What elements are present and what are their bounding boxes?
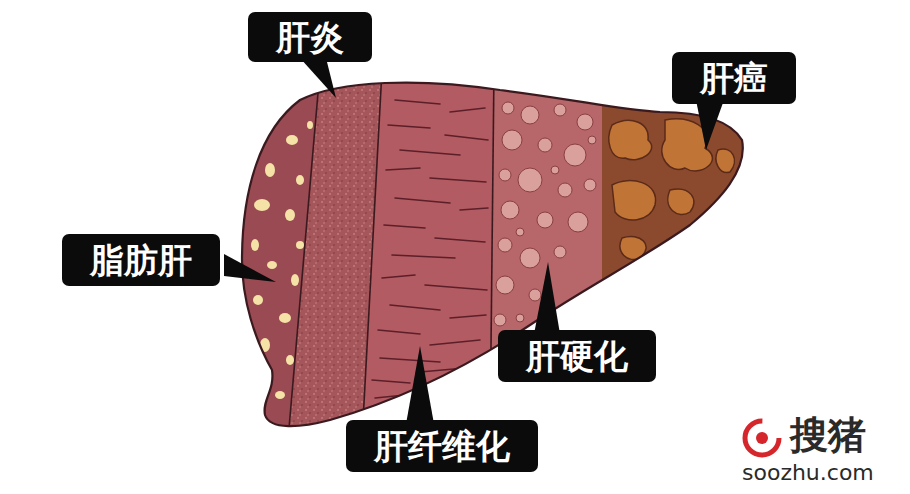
label-text: 肝硬化 (526, 339, 628, 373)
hepatitis-label: 肝炎 (248, 12, 372, 62)
label-text: 肝炎 (276, 20, 344, 54)
leader-pointers (224, 58, 724, 424)
watermark-text: 搜猪 (790, 410, 866, 461)
fibrosis-lines (372, 100, 488, 398)
cancer-label: 肝癌 (672, 52, 796, 104)
cirrhosis-label: 肝硬化 (498, 330, 656, 382)
watermark-url: soozhu.com (742, 460, 874, 485)
watermark-logo (745, 421, 779, 455)
liver-outline (242, 83, 743, 427)
label-text: 肝癌 (700, 61, 768, 95)
cirrhosis-band (490, 70, 602, 440)
fibrosis-band (362, 70, 494, 440)
band-dividers (288, 70, 494, 440)
fibrosis-label: 肝纤维化 (346, 420, 538, 472)
fatty-liver-label: 脂肪肝 (62, 234, 220, 286)
label-text: 肝纤维化 (374, 429, 510, 463)
label-text: 脂肪肝 (90, 243, 192, 277)
cancer-band (602, 70, 760, 440)
